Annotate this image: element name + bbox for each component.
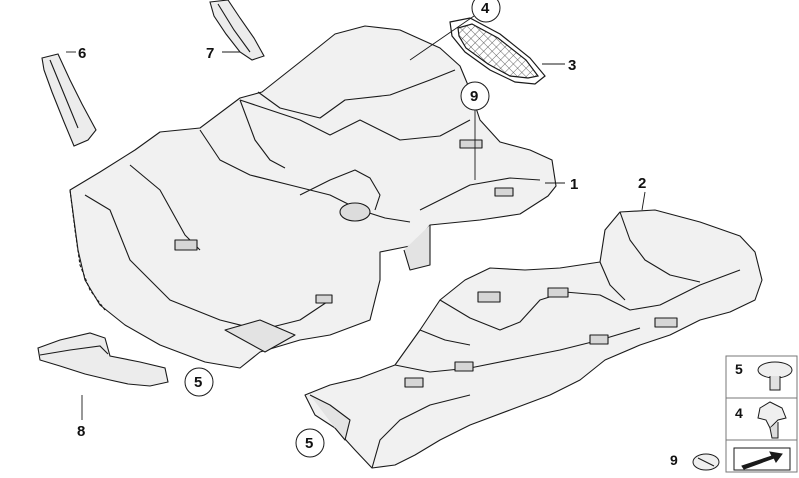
callout-6: 6 xyxy=(78,45,86,62)
callout-3: 3 xyxy=(568,57,576,74)
callout-7: 7 xyxy=(206,45,214,62)
clip-4-icon xyxy=(757,401,787,439)
callout-2: 2 xyxy=(638,175,646,192)
clip-9-icon xyxy=(692,453,720,471)
callout-5-front: 5 xyxy=(305,435,313,452)
clip-5-icon xyxy=(757,361,793,391)
callout-9-circle: 9 xyxy=(460,81,490,111)
mat-part-8 xyxy=(37,332,169,387)
leader-4 xyxy=(409,15,475,61)
callout-4: 4 xyxy=(481,0,490,17)
callout-4-circle: 4 xyxy=(471,0,501,23)
callout-9: 9 xyxy=(470,88,478,105)
callout-1: 1 xyxy=(570,176,578,193)
callout-5-rear-circle: 5 xyxy=(184,367,214,397)
leader-lines xyxy=(66,15,646,420)
leader-2 xyxy=(641,191,646,211)
legend-label-9: 9 xyxy=(670,452,678,468)
trim-strip-part-7 xyxy=(209,0,265,61)
trim-strip-part-6 xyxy=(41,53,97,147)
mesh-insert-part-3 xyxy=(449,17,546,85)
callout-5-front-circle: 5 xyxy=(295,428,325,458)
legend-label-5: 5 xyxy=(735,361,743,377)
legend-label-4: 4 xyxy=(735,405,743,421)
callout-8: 8 xyxy=(77,423,85,440)
clip-legend: 5 4 9 xyxy=(670,355,798,473)
floor-carpet-part-1 xyxy=(69,25,557,369)
direction-arrow-icon xyxy=(733,447,791,471)
callout-5-rear: 5 xyxy=(194,374,202,391)
floor-carpet-part-2 xyxy=(304,209,763,469)
callouts: 1 2 3 6 7 8 4 9 5 5 xyxy=(77,0,646,458)
